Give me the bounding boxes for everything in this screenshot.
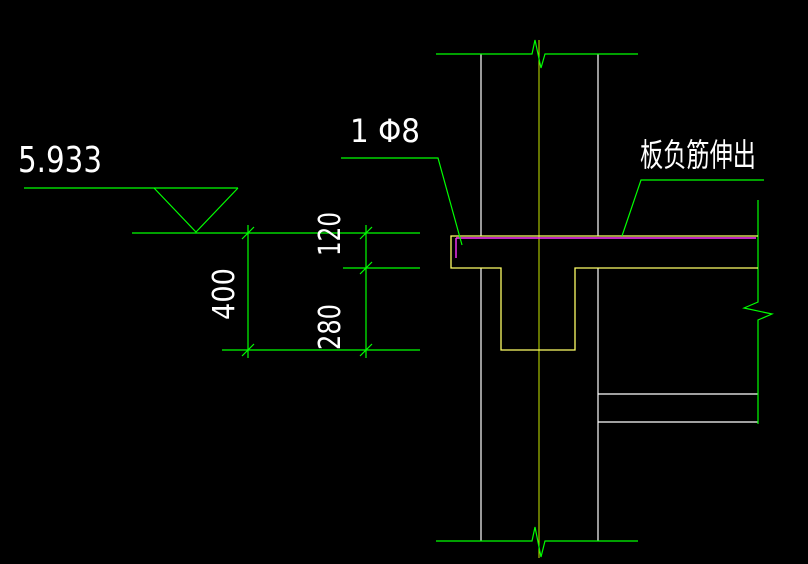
elevation-marker xyxy=(24,187,420,234)
slab-note-leader-line xyxy=(621,179,764,237)
rebar-label: 1 Φ8 xyxy=(350,112,420,150)
dim-tick-stack-bottom xyxy=(359,343,373,357)
slab-beam-outline xyxy=(450,235,758,351)
elevation-triangle xyxy=(153,187,239,233)
dimension-slab: 120 xyxy=(313,212,348,256)
elevation-value: 5.933 xyxy=(18,140,102,181)
break-line-top xyxy=(436,39,638,69)
break-line-bottom xyxy=(436,526,638,558)
break-lines xyxy=(436,39,774,558)
break-line-right xyxy=(742,200,774,424)
dimension-beam-below: 280 xyxy=(313,304,348,350)
dim-tick-stack-mid xyxy=(359,261,373,275)
slab-note: 板负筋伸出 xyxy=(640,136,756,174)
dim-tick-total-top xyxy=(241,226,255,240)
rebar-leader-line xyxy=(341,157,463,246)
dim-tick-stack-top xyxy=(359,226,373,240)
dim-tick-total-bottom xyxy=(241,343,255,357)
dimension-lines xyxy=(222,225,420,358)
slab-top-rebar xyxy=(455,237,756,258)
column-outline xyxy=(480,54,758,541)
dimension-total: 400 xyxy=(207,268,242,320)
